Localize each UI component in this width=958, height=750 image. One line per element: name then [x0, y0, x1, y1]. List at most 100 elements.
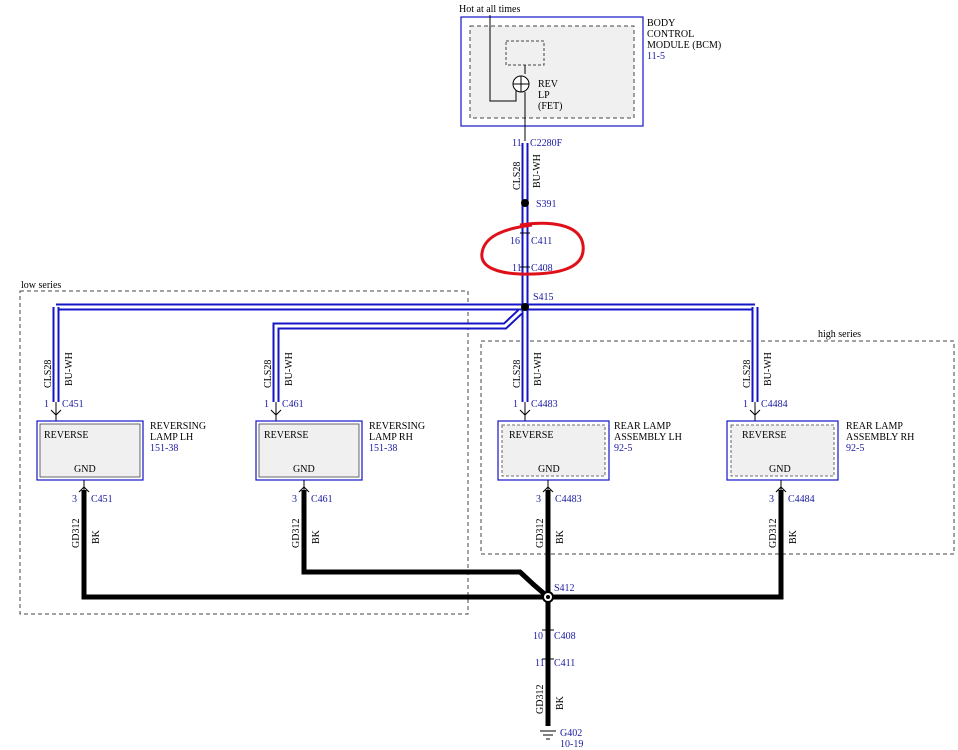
svg-text:151-38: 151-38 [369, 443, 397, 454]
svg-text:CLS28: CLS28 [43, 360, 54, 388]
svg-text:CLS28: CLS28 [263, 360, 274, 388]
svg-text:GD312: GD312 [535, 519, 546, 548]
svg-text:ASSEMBLY LH: ASSEMBLY LH [614, 432, 682, 443]
svg-text:BU-WH: BU-WH [284, 352, 295, 386]
svg-text:1: 1 [513, 399, 518, 410]
reversing-lamp-rh[interactable]: REVERSE GND REVERSING LAMP RH 151-38 [255, 420, 425, 481]
top-connector-arrows [50, 402, 761, 421]
svg-text:3: 3 [769, 494, 774, 505]
ground-labels-rear-lh: 3 C4483 GD312 BK [535, 494, 582, 548]
ground-g402-label[interactable]: G402 [560, 728, 582, 739]
c411-label[interactable]: C411 [531, 236, 552, 247]
bcm-internal-feed [489, 15, 517, 102]
svg-text:1: 1 [264, 399, 269, 410]
svg-text:BU-WH: BU-WH [763, 352, 774, 386]
svg-text:LAMP RH: LAMP RH [369, 432, 413, 443]
svg-text:REVERSE: REVERSE [44, 430, 88, 441]
svg-text:BK: BK [555, 529, 566, 544]
svg-text:REAR LAMP: REAR LAMP [614, 421, 671, 432]
trunk-circuit-label: CLS28 [512, 162, 523, 190]
splice-s391-label[interactable]: S391 [536, 199, 557, 210]
ground-g402-ref[interactable]: 10-19 [560, 739, 583, 750]
branch-labels-lh: CLS28 BU-WH 1 C451 [43, 352, 84, 410]
svg-text:C461: C461 [311, 494, 333, 505]
c2280f-label[interactable]: C2280F [530, 138, 563, 149]
svg-text:C451: C451 [91, 494, 113, 505]
hot-at-all-times-label: Hot at all times [459, 4, 520, 15]
svg-text:GND: GND [538, 464, 560, 475]
svg-text:C451: C451 [62, 399, 84, 410]
bottom-connector-arrows [78, 480, 787, 493]
c408b-pin: 10 [533, 631, 543, 642]
c2280f-pin: 11 [512, 138, 522, 149]
bcm-name-1: BODY [647, 18, 675, 29]
svg-text:GND: GND [769, 464, 791, 475]
svg-text:1: 1 [743, 399, 748, 410]
svg-text:92-5: 92-5 [614, 443, 632, 454]
splice-s415 [521, 303, 529, 311]
rear-lamp-assembly-lh[interactable]: REVERSE GND REAR LAMP ASSEMBLY LH 92-5 [497, 420, 682, 481]
ground-trunk-color: BK [555, 695, 566, 710]
bcm-name-2: CONTROL [647, 29, 694, 40]
splice-s412-dot [546, 595, 550, 599]
c411b-pin: 11 [535, 658, 545, 669]
svg-text:CLS28: CLS28 [742, 360, 753, 388]
svg-text:REVERSE: REVERSE [742, 430, 786, 441]
svg-text:151-38: 151-38 [150, 443, 178, 454]
ground-icon [540, 730, 556, 740]
svg-text:REVERSE: REVERSE [509, 430, 553, 441]
splice-s391 [521, 199, 529, 207]
ground-labels-rh: 3 C461 GD312 BK [291, 494, 333, 548]
svg-text:GD312: GD312 [768, 519, 779, 548]
svg-text:REAR LAMP: REAR LAMP [846, 421, 903, 432]
ground-wire-lh [81, 490, 548, 600]
ground-labels-rear-rh: 3 C4484 GD312 BK [768, 494, 815, 548]
branch-labels-rear-rh: CLS28 BU-WH 1 C4484 [742, 352, 788, 410]
bcm-ref[interactable]: 11-5 [647, 51, 665, 62]
bcm-name-3: MODULE (BCM) [647, 40, 721, 51]
ground-wire-rear-rh [548, 490, 784, 600]
svg-text:GD312: GD312 [291, 519, 302, 548]
c408b-label[interactable]: C408 [554, 631, 576, 642]
svg-text:3: 3 [536, 494, 541, 505]
svg-text:GD312: GD312 [71, 519, 82, 548]
c408-pin: 11 [512, 263, 522, 274]
bcm-fet-label-1: REV [538, 79, 559, 90]
svg-text:REVERSE: REVERSE [264, 430, 308, 441]
svg-text:1: 1 [44, 399, 49, 410]
reversing-lamp-lh[interactable]: REVERSE GND REVERSING LAMP LH 151-38 [36, 420, 206, 481]
c408-label[interactable]: C408 [531, 263, 553, 274]
svg-text:BK: BK [311, 529, 322, 544]
svg-text:BK: BK [91, 529, 102, 544]
svg-text:C4483: C4483 [555, 494, 582, 505]
svg-text:REVERSING: REVERSING [150, 421, 206, 432]
svg-text:C4483: C4483 [531, 399, 558, 410]
svg-text:3: 3 [292, 494, 297, 505]
svg-text:GND: GND [74, 464, 96, 475]
svg-text:REVERSING: REVERSING [369, 421, 425, 432]
ground-labels-lh: 3 C451 GD312 BK [71, 494, 113, 548]
branch-labels-rh: CLS28 BU-WH 1 C461 [263, 352, 304, 410]
high-series-label: high series [818, 329, 861, 340]
svg-text:C4484: C4484 [761, 399, 788, 410]
svg-text:92-5: 92-5 [846, 443, 864, 454]
bcm-module-inner [469, 25, 635, 119]
splice-s412-label[interactable]: S412 [554, 583, 575, 594]
c411b-label[interactable]: C411 [554, 658, 575, 669]
branch-labels-rear-lh: CLS28 BU-WH 1 C4483 [512, 352, 558, 410]
svg-text:BK: BK [788, 529, 799, 544]
ground-trunk-circuit: GD312 [535, 685, 546, 714]
svg-text:C4484: C4484 [788, 494, 815, 505]
svg-text:ASSEMBLY RH: ASSEMBLY RH [846, 432, 914, 443]
branch-wire-rh-core [274, 309, 523, 402]
svg-text:BU-WH: BU-WH [533, 352, 544, 386]
svg-text:CLS28: CLS28 [512, 360, 523, 388]
rear-lamp-assembly-rh[interactable]: REVERSE GND REAR LAMP ASSEMBLY RH 92-5 [726, 420, 914, 481]
splice-s415-label[interactable]: S415 [533, 292, 554, 303]
svg-text:3: 3 [72, 494, 77, 505]
bcm-fet-label-3: (FET) [538, 101, 562, 112]
trunk-color-label: BU-WH [532, 154, 543, 188]
low-series-region [19, 290, 469, 615]
bcm-fet-label-2: LP [538, 90, 550, 101]
